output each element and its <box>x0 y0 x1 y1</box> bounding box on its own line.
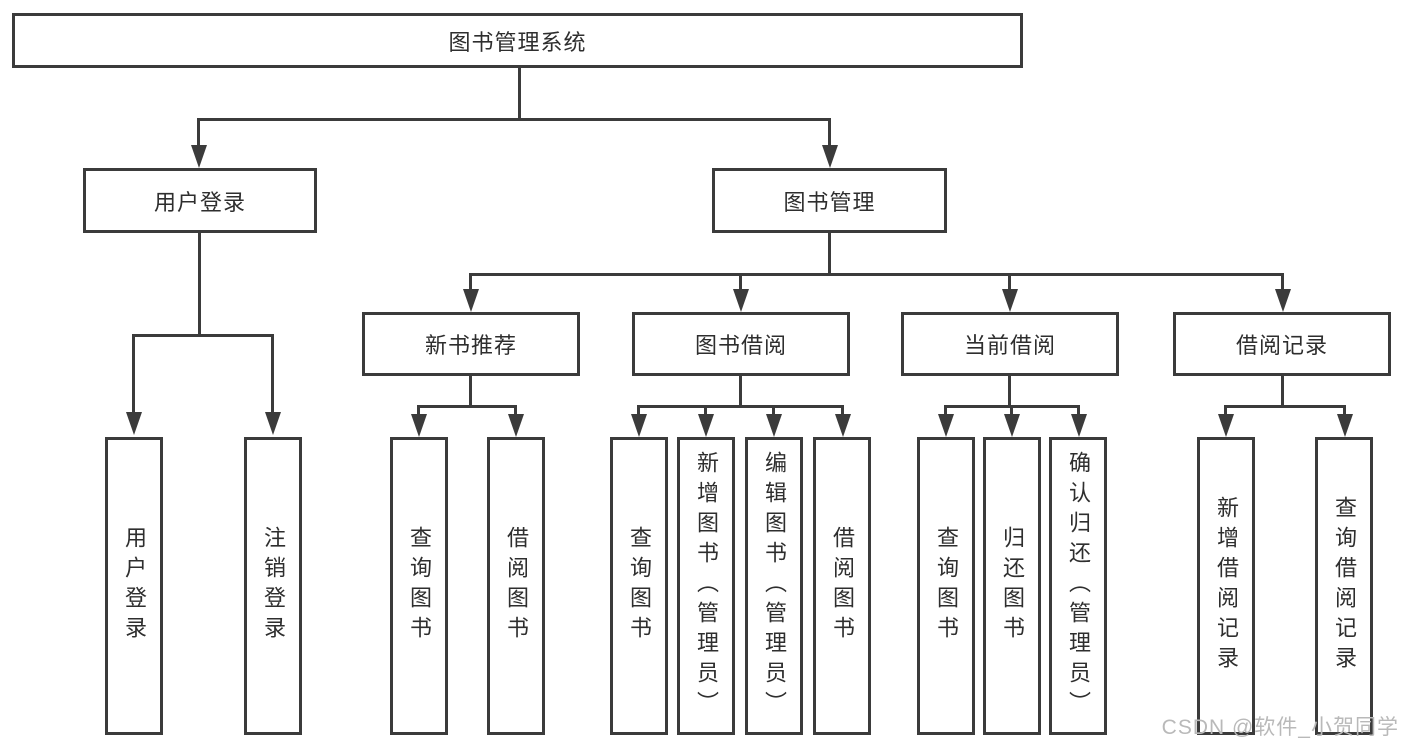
arrow-down-icon <box>1218 414 1234 437</box>
leaf-edit-books-admin: 编辑图书（管理员） <box>745 437 803 735</box>
arrow-down-icon <box>631 414 647 437</box>
node-user-login-label: 用户登录 <box>153 189 246 215</box>
arrow-down-icon <box>822 145 838 168</box>
arrow-down-icon <box>698 414 714 437</box>
arrow-down-icon <box>766 414 782 437</box>
leaf-user-login: 用户登录 <box>105 437 163 735</box>
connector-line <box>637 405 640 419</box>
connector-line <box>739 273 742 293</box>
node-book-borrowing: 图书借阅 <box>632 312 850 376</box>
leaf-logout-label: 注销登录 <box>261 526 286 646</box>
leaf-edit-books-admin-label: 编辑图书（管理员） <box>762 451 787 721</box>
leaf-user-login-label: 用户登录 <box>122 526 147 646</box>
connector-line <box>417 405 517 408</box>
arrow-down-icon <box>1004 414 1020 437</box>
leaf-borrow-books-borrowing-label: 借阅图书 <box>830 526 855 646</box>
arrow-down-icon <box>126 412 142 435</box>
connector-line <box>772 405 775 419</box>
node-root-label: 图书管理系统 <box>448 29 587 55</box>
leaf-query-borrow-record: 查询借阅记录 <box>1315 437 1373 735</box>
arrow-down-icon <box>463 289 479 312</box>
connector-line <box>1077 405 1080 419</box>
connector-line <box>197 118 200 150</box>
node-borrowing-records-label: 借阅记录 <box>1235 333 1328 358</box>
leaf-query-books-recommend: 查询图书 <box>390 437 448 735</box>
connector-line <box>704 405 707 419</box>
leaf-query-books-current: 查询图书 <box>917 437 975 735</box>
connector-line <box>1343 405 1346 419</box>
arrow-down-icon <box>191 145 207 168</box>
node-user-login: 用户登录 <box>83 168 317 233</box>
connector-line <box>1008 374 1011 408</box>
connector-line <box>1281 273 1284 293</box>
connector-line <box>197 118 831 121</box>
arrow-down-icon <box>733 289 749 312</box>
leaf-confirm-return-admin: 确认归还（管理员） <box>1049 437 1107 735</box>
node-current-borrowing: 当前借阅 <box>901 312 1119 376</box>
connector-line <box>271 334 274 416</box>
arrow-down-icon <box>1275 289 1291 312</box>
connector-line <box>944 405 947 419</box>
connector-line <box>637 405 844 408</box>
node-new-book-recommendation-label: 新书推荐 <box>424 333 517 358</box>
arrow-down-icon <box>938 414 954 437</box>
leaf-query-books-recommend-label: 查询图书 <box>407 526 432 646</box>
arrow-down-icon <box>411 414 427 437</box>
arrow-down-icon <box>1071 414 1087 437</box>
leaf-query-books-borrowing: 查询图书 <box>610 437 668 735</box>
node-new-book-recommendation: 新书推荐 <box>362 312 580 376</box>
connector-line <box>469 374 472 408</box>
leaf-add-borrow-record: 新增借阅记录 <box>1197 437 1255 735</box>
leaf-add-books-admin: 新增图书（管理员） <box>677 437 735 735</box>
connector-line <box>739 374 742 408</box>
leaf-query-borrow-record-label: 查询借阅记录 <box>1332 496 1357 676</box>
node-book-management-label: 图书管理 <box>783 189 876 215</box>
arrow-down-icon <box>1337 414 1353 437</box>
leaf-borrow-books-recommend-label: 借阅图书 <box>504 526 529 646</box>
connector-line <box>1010 405 1013 419</box>
connector-line <box>1008 273 1011 293</box>
leaf-query-books-borrowing-label: 查询图书 <box>627 526 652 646</box>
node-current-borrowing-label: 当前借阅 <box>963 333 1056 358</box>
connector-line <box>132 334 274 337</box>
connector-line <box>828 231 831 276</box>
node-book-borrowing-label: 图书借阅 <box>694 333 787 358</box>
connector-line <box>1281 374 1284 408</box>
connector-line <box>1224 405 1227 419</box>
watermark-csdn: CSDN @软件_小贺同学 <box>1161 716 1399 739</box>
connector-line <box>132 334 135 416</box>
connector-line <box>841 405 844 419</box>
arrow-down-icon <box>265 412 281 435</box>
leaf-add-borrow-record-label: 新增借阅记录 <box>1214 496 1239 676</box>
connector-line <box>1224 405 1346 408</box>
connector-line <box>514 405 517 419</box>
leaf-query-books-current-label: 查询图书 <box>934 526 959 646</box>
connector-line <box>417 405 420 419</box>
connector-line <box>518 66 521 121</box>
connector-line <box>469 273 472 293</box>
leaf-return-books-label: 归还图书 <box>1000 526 1025 646</box>
leaf-borrow-books-recommend: 借阅图书 <box>487 437 545 735</box>
arrow-down-icon <box>1002 289 1018 312</box>
arrow-down-icon <box>835 414 851 437</box>
connector-line <box>198 231 201 337</box>
connector-line <box>828 118 831 150</box>
leaf-confirm-return-admin-label: 确认归还（管理员） <box>1066 451 1091 721</box>
connector-line <box>469 273 1284 276</box>
node-borrowing-records: 借阅记录 <box>1173 312 1391 376</box>
leaf-borrow-books-borrowing: 借阅图书 <box>813 437 871 735</box>
node-root-library-management-system: 图书管理系统 <box>12 13 1023 68</box>
leaf-add-books-admin-label: 新增图书（管理员） <box>694 451 719 721</box>
arrow-down-icon <box>508 414 524 437</box>
leaf-return-books: 归还图书 <box>983 437 1041 735</box>
node-book-management: 图书管理 <box>712 168 947 233</box>
leaf-logout: 注销登录 <box>244 437 302 735</box>
